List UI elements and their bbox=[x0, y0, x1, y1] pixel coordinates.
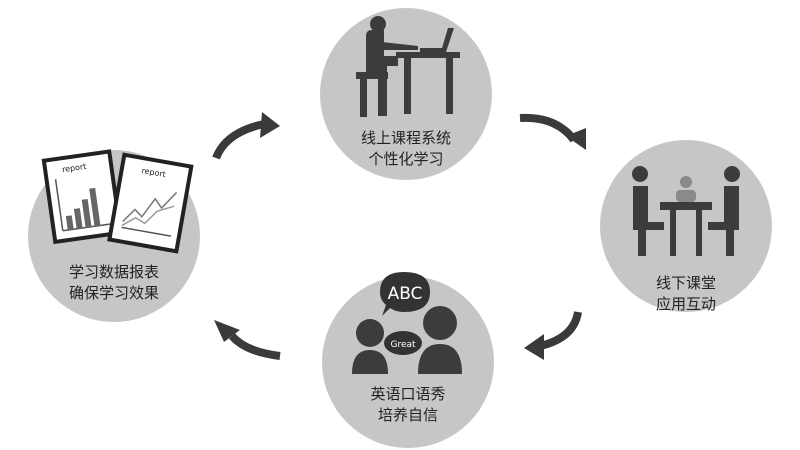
arrowhead-2 bbox=[566, 128, 586, 150]
label-english-show-line2: 培养自信 bbox=[377, 406, 438, 424]
report-label-1: report bbox=[61, 162, 86, 174]
bubble-great-text: Great bbox=[390, 340, 416, 350]
arrow-online-to-offline bbox=[519, 113, 578, 143]
arrow-heads bbox=[214, 112, 586, 360]
arrow-report-to-online bbox=[212, 120, 265, 160]
label-data-report-line2: 确保学习效果 bbox=[68, 284, 159, 302]
label-online-course: 线上课程系统 个性化学习 bbox=[320, 128, 492, 170]
conversation-icon: ABC Great bbox=[352, 272, 462, 374]
report-label-2: report bbox=[141, 166, 167, 179]
label-online-course-line1: 线上课程系统 bbox=[360, 129, 451, 147]
label-offline-class: 线下课堂 应用互动 bbox=[600, 273, 772, 315]
desk-person-icon bbox=[356, 16, 460, 117]
label-online-course-line2: 个性化学习 bbox=[368, 150, 444, 168]
circle-offline-class bbox=[600, 140, 772, 312]
label-data-report: 学习数据报表 确保学习效果 bbox=[28, 262, 200, 304]
bubble-abc-text: ABC bbox=[388, 284, 423, 304]
arrow-offline-to-english bbox=[538, 311, 582, 350]
classroom-table-icon bbox=[632, 166, 740, 256]
report-sheets-icon: report report bbox=[41, 149, 194, 254]
label-data-report-line1: 学习数据报表 bbox=[68, 263, 159, 281]
arrowhead-1 bbox=[260, 112, 280, 138]
label-offline-class-line2: 应用互动 bbox=[655, 295, 716, 313]
label-offline-class-line1: 线下课堂 bbox=[655, 274, 716, 292]
label-english-show-line1: 英语口语秀 bbox=[370, 385, 446, 403]
arrow-english-to-report bbox=[228, 333, 281, 360]
arrowhead-3 bbox=[524, 334, 544, 360]
label-english-show: 英语口语秀 培养自信 bbox=[322, 384, 494, 426]
arrowhead-4 bbox=[214, 320, 240, 342]
